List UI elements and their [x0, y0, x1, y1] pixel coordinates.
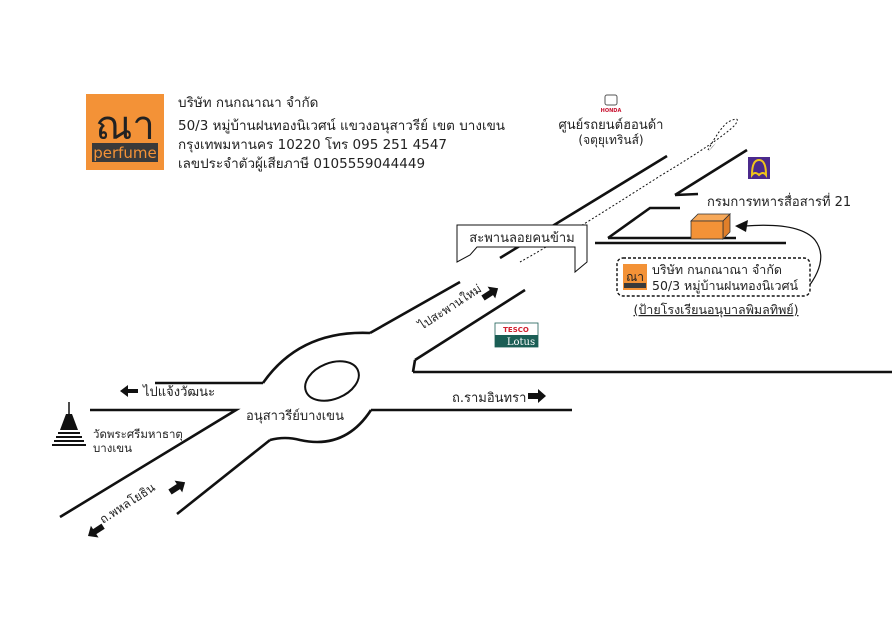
road-edge [369, 280, 461, 335]
arrow-saphan-mai-icon [481, 286, 499, 301]
arrow-phahonyothin-sw-icon [88, 523, 105, 538]
road-edge [414, 288, 526, 362]
company-name: บริษัท กนกณาณา จำกัด [178, 95, 318, 111]
logo-text: ณา [95, 103, 155, 149]
u-turn-arrowhead [708, 143, 716, 152]
logo-subtext: perfume [93, 144, 157, 162]
road-edge [59, 408, 241, 519]
honda-icon [604, 94, 618, 106]
company-callout: ณา บริษัท กนกณาณา จำกัด 50/3 หมู่บ้านฝนท… [616, 257, 811, 297]
company-address-line1: 50/3 หมู่บ้านฝนทองนิเวศน์ แขวงอนุสาวรีย์… [178, 117, 505, 134]
tesco-lotus-logo: TESCO Lotus [494, 322, 539, 348]
company-logo: ณา perfume [86, 94, 164, 170]
military-unit-label: กรมการทหารสื่อสารที่ 21 [707, 193, 851, 210]
destination-building [690, 213, 731, 240]
callout-line2: 50/3 หมู่บ้านฝนทองนิเวศน์ [652, 278, 799, 294]
direction-phahonyothin: ถ.พหลโยธิน [97, 480, 158, 526]
roundabout-upper-arc [261, 331, 371, 384]
company-tax-id: เลขประจำตัวผู้เสียภาษี 0105559044449 [178, 156, 425, 172]
monument-label: อนุสาวรีย์บางเขน [246, 408, 344, 424]
roundabout-lower-arc [269, 409, 373, 444]
callout-line1: บริษัท กนกณาณา จำกัด [652, 262, 782, 277]
tesco-text: TESCO [503, 326, 529, 334]
honda-logo-text: HONDA [601, 108, 622, 114]
direction-chaeng-watthana: ไปแจ้งวัฒนะ [142, 384, 215, 400]
roads [59, 148, 892, 519]
honda-name: ศูนย์รถยนต์ฮอนด้า [559, 117, 664, 133]
pointer-arrowhead [735, 220, 748, 232]
soi-edge [674, 192, 699, 197]
soi-edge [674, 148, 748, 197]
direction-ram-inthra: ถ.รามอินทรา [452, 391, 526, 406]
honda-dealer: HONDA ศูนย์รถยนต์ฮอนด้า (จตุยุเทรินส์) [559, 94, 664, 148]
temple-icon [52, 402, 86, 446]
arrow-phahonyothin-ne-icon [168, 480, 186, 495]
pointer-arrow [744, 224, 822, 291]
company-address-line2: กรุงเทพมหานคร 10220 โทร 095 251 4547 [178, 136, 447, 153]
road-edge [411, 359, 417, 373]
roundabout-island [304, 360, 360, 402]
bank-icon [748, 157, 770, 179]
road-edge [176, 438, 271, 516]
callout-sign-note: (ป้ายโรงเรียนอนุบาลพิมลทิพย์) [633, 302, 798, 318]
temple-name: วัดพระศรีมหาธาตุ [93, 427, 183, 441]
footbridge: สะพานลอยคนข้าม [456, 224, 588, 274]
arrow-left-icon [120, 385, 138, 397]
arrow-right-icon [528, 389, 546, 403]
soi-edge [607, 206, 680, 240]
callout-logo-text: ณา [626, 270, 644, 284]
footbridge-label: สะพานลอยคนข้าม [469, 231, 574, 246]
honda-branch: (จตุยุเทรินส์) [578, 133, 643, 148]
temple-area: บางเขน [93, 441, 132, 455]
lotus-text: Lotus [507, 337, 535, 348]
